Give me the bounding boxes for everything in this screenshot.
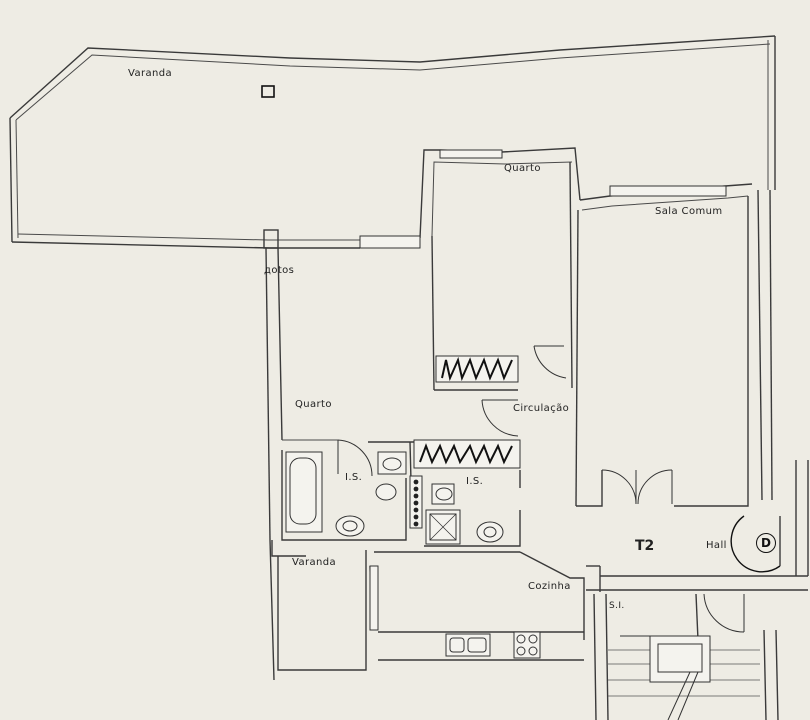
room-label-hall: Hall <box>706 540 727 551</box>
room-label-quarto-top: Quarto <box>504 163 541 174</box>
room-label-stair-service: S.I. <box>609 601 625 611</box>
window-icon <box>359 235 421 249</box>
column-marker-icon <box>261 85 275 98</box>
pipe-dots-icon <box>413 479 419 527</box>
unit-type-label: T2 <box>635 538 655 554</box>
hall-cozinha-walls <box>269 460 809 681</box>
bathrooms-block <box>281 439 521 547</box>
toilet-icon <box>375 483 397 501</box>
room-label-sala-comum: Sala Comum <box>655 206 723 217</box>
stair-core <box>593 593 779 720</box>
room-label-varanda-bottom: Varanda <box>292 557 337 568</box>
room-label-cozinha: Cozinha <box>528 581 571 592</box>
room-label-quarto-left: Quarto <box>295 399 332 410</box>
room-label-is-left: I.S. <box>345 472 363 483</box>
room-label-circulacao: Circulação <box>513 403 570 414</box>
entrance-door-icon <box>730 515 781 573</box>
sala-comum-walls <box>359 183 773 507</box>
quarto-left-walls <box>263 229 519 541</box>
window-icon <box>439 149 503 159</box>
room-label-quarto-left-partial: дotos <box>264 265 295 276</box>
window-icon <box>609 185 727 197</box>
quarto-top-walls <box>419 147 581 391</box>
window-icon <box>369 565 379 631</box>
room-label-is-right: I.S. <box>466 476 484 487</box>
room-label-varanda-top: Varanda <box>128 68 173 79</box>
entrance-door-badge: D <box>756 533 776 553</box>
